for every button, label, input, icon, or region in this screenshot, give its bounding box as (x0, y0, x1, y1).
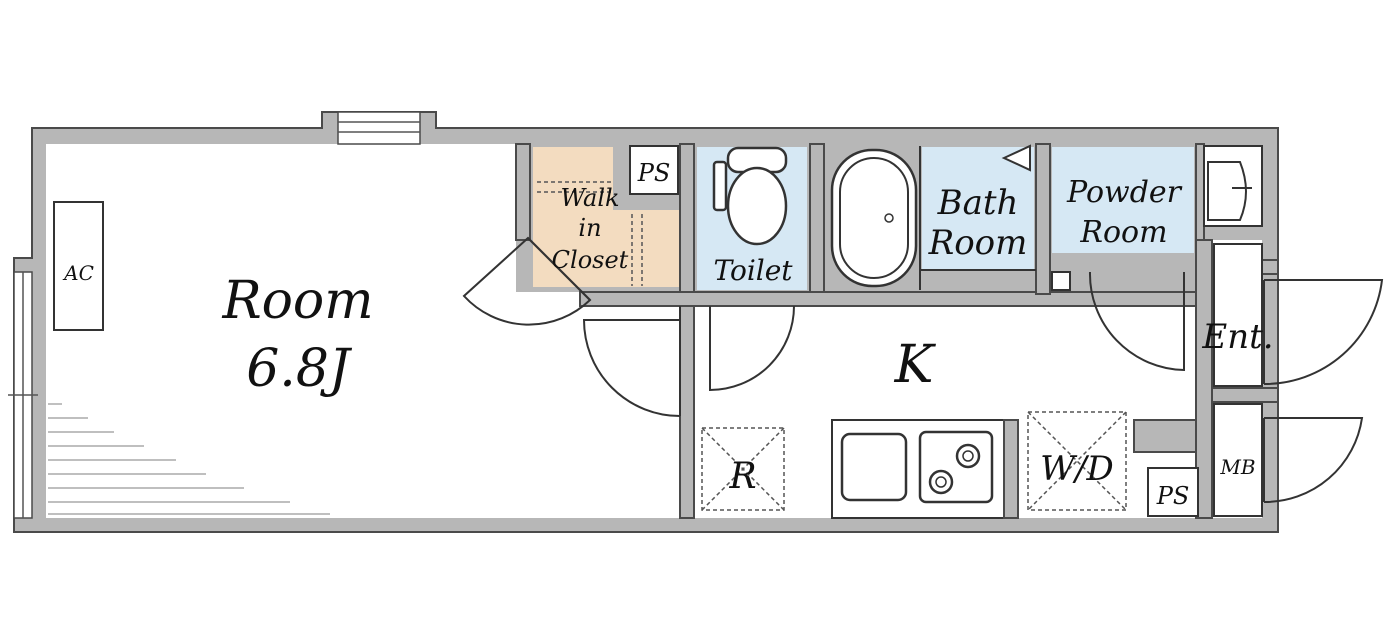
washbasin (1207, 161, 1247, 221)
washer-x-2 (1027, 411, 1127, 511)
stove (918, 430, 994, 504)
label-powder-2: Room (1079, 215, 1167, 250)
toilet-paper-holder (712, 160, 728, 212)
room-hatch (48, 403, 330, 515)
floor-room (46, 144, 516, 518)
label-closet-1: Walk (560, 184, 619, 212)
closet-floor-2 (613, 210, 679, 287)
label-bath-2: Room (928, 223, 1028, 263)
washer-spot (1027, 411, 1127, 511)
ps-bottom-box (1147, 467, 1199, 517)
label-room-size: 6.8J (246, 339, 353, 399)
bathtub-inner (839, 157, 909, 279)
door-powder[interactable] (1088, 271, 1185, 372)
door-closet-leaf (527, 237, 591, 301)
label-meter-box: MB (1219, 455, 1255, 479)
powder-floor (1052, 147, 1194, 253)
door-toilet[interactable] (709, 305, 795, 392)
pillar (1133, 419, 1197, 453)
sink (840, 432, 908, 502)
meter-box (1213, 403, 1263, 517)
label-washer: W/D (1040, 449, 1114, 489)
top-window (337, 111, 421, 145)
bathtub-drain (884, 213, 894, 223)
label-closet-2: in (578, 214, 601, 242)
label-entrance: Ent. (1201, 317, 1273, 357)
burner-2-inner (935, 476, 947, 488)
door-entrance[interactable] (1263, 279, 1384, 386)
partition-toilet-bath (809, 143, 825, 307)
label-bath-1: Bath (937, 183, 1019, 223)
aircon-unit (53, 201, 104, 331)
burner-1 (955, 443, 981, 469)
partition-room-kitchen (679, 305, 695, 519)
door-room[interactable] (582, 319, 681, 417)
label-ps-bottom: PS (1156, 482, 1190, 510)
door-closet[interactable] (462, 236, 592, 326)
wall-under-wet (579, 291, 1197, 307)
refrigerator-spot (701, 427, 785, 511)
pillar-small (1051, 271, 1071, 291)
refrigerator-x-2 (701, 427, 785, 511)
label-powder-1: Powder (1066, 175, 1183, 210)
kitchen-wall-seg (1003, 419, 1019, 519)
shoe-cabinet (1213, 243, 1263, 387)
closet-floor (533, 147, 613, 287)
burner-2 (928, 469, 954, 495)
partition-bath-powder (1035, 143, 1051, 295)
ps-top-box (629, 145, 679, 195)
label-refrigerator: R (728, 456, 756, 497)
door-meter-box[interactable] (1263, 417, 1364, 504)
bath-floor (922, 147, 1034, 269)
bathtub (830, 148, 918, 288)
label-closet-3: Closet (552, 246, 629, 274)
label-aircon: AC (62, 261, 94, 285)
burner-1-inner (962, 450, 974, 462)
partition-entrance (1195, 239, 1213, 519)
label-kitchen: K (894, 335, 937, 395)
partition-room-closet (515, 143, 531, 241)
partition-closet-toilet (679, 143, 695, 307)
label-toilet: Toilet (713, 254, 793, 287)
shower-head (1001, 144, 1031, 172)
label-ps-top: PS (637, 159, 671, 187)
label-room-name: Room (221, 271, 373, 331)
toilet-bowl (726, 166, 788, 246)
washer-x-1 (1027, 411, 1127, 511)
